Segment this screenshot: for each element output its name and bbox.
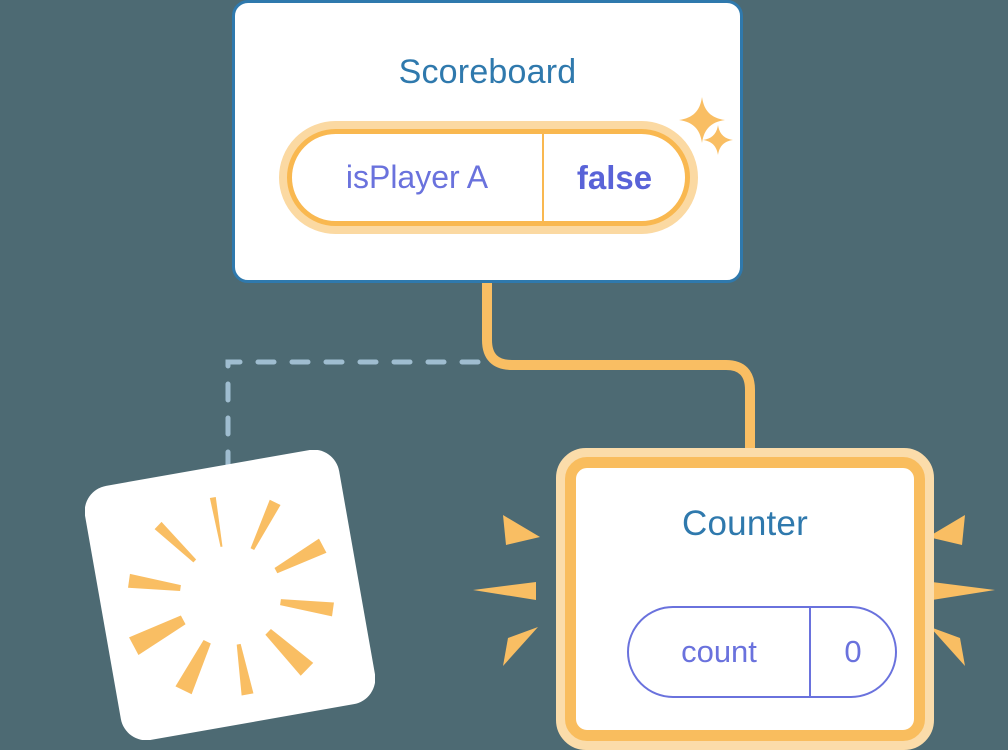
scoreboard-card[interactable]: Scoreboard isPlayer A false xyxy=(232,0,743,283)
counter-state-key: count xyxy=(629,608,811,696)
connector-dashed-scoreboard-to-burst-card xyxy=(225,359,481,475)
burst-card[interactable] xyxy=(85,450,375,740)
scoreboard-state-value: false xyxy=(576,158,653,196)
counter-card[interactable]: Counter count 0 xyxy=(556,448,934,750)
scoreboard-state-pill[interactable]: isPlayer A false xyxy=(279,121,698,234)
counter-card-glow xyxy=(556,448,934,750)
sparkle-small-icon xyxy=(703,125,733,155)
counter-card-title: Counter xyxy=(682,504,808,543)
counter-card-body[interactable]: Counter count 0 xyxy=(565,457,925,741)
scoreboard-state-pill-glow xyxy=(279,121,698,234)
burst-card-rays xyxy=(128,496,334,696)
counter-state-value: 0 xyxy=(844,634,862,669)
sparkle-large-icon xyxy=(679,97,725,143)
scoreboard-state-pill-body[interactable]: isPlayer A false xyxy=(287,129,690,226)
burst-card-surface[interactable] xyxy=(85,450,375,740)
counter-state-pill[interactable]: count 0 xyxy=(627,606,897,698)
scoreboard-state-key: isPlayer A xyxy=(292,134,544,221)
scoreboard-card-title: Scoreboard xyxy=(398,53,577,91)
connector-solid-scoreboard-to-counter xyxy=(482,283,755,462)
